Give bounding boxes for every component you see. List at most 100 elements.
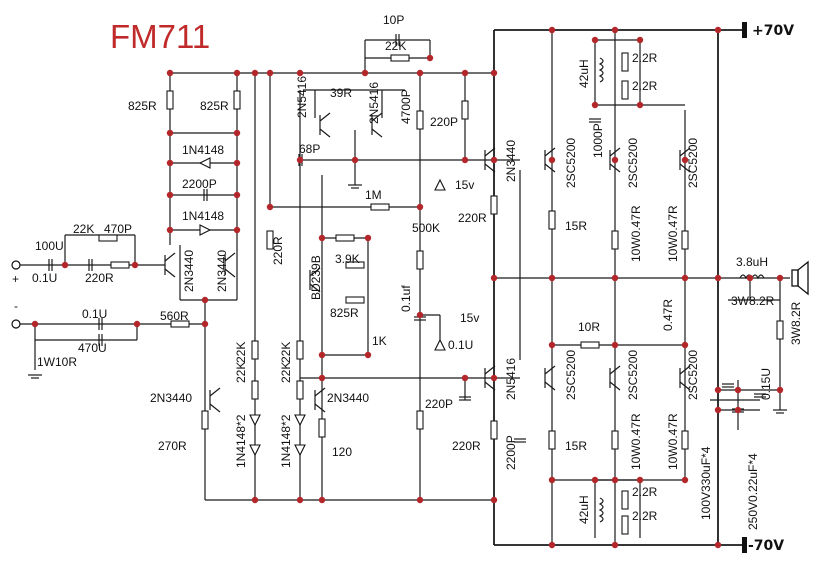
label-resistor: 560R — [160, 309, 189, 323]
junction-dot — [681, 274, 689, 282]
transistor-collector — [314, 387, 326, 397]
input-terminals: + - — [11, 260, 21, 329]
diode-symbol — [249, 444, 261, 457]
resistor-symbol — [548, 430, 556, 450]
junction-dot — [251, 496, 259, 504]
junction-dot — [361, 69, 369, 77]
transistor-emitter — [679, 163, 691, 173]
label-pot: 500K — [412, 221, 440, 235]
label-diode: 1N4148 — [182, 209, 224, 223]
label-resistor: 2.2R — [632, 79, 658, 93]
junction-dot — [61, 261, 69, 269]
junction-dot — [548, 26, 556, 34]
transistor-collector — [319, 112, 331, 122]
junction-dot — [734, 386, 742, 394]
label-resistor: 825R — [200, 99, 229, 113]
junction-dot — [714, 386, 722, 394]
resistor-symbol — [296, 380, 304, 400]
label-cap: 68P — [299, 142, 320, 156]
transistor-emitter — [609, 381, 621, 391]
resistor-symbol — [266, 230, 274, 250]
resistor-symbol — [490, 420, 498, 440]
label-resistor: 825R — [128, 99, 157, 113]
junction-dot — [591, 476, 599, 484]
label-cap: 0.1U — [82, 307, 107, 321]
resistor-symbol — [681, 430, 689, 450]
label-cap: 0.1uf — [399, 285, 413, 312]
label-transistor: 2N3440 — [215, 250, 229, 292]
junction-dot — [351, 156, 359, 164]
label-cap: 220P — [430, 115, 458, 129]
label-transistor: 2N3440 — [182, 250, 196, 292]
label-cap: 1000P — [591, 123, 605, 158]
label-resistor: 220R — [458, 211, 487, 225]
transistor-emitter — [319, 128, 331, 138]
label-transistor: 2N5416 — [367, 82, 381, 124]
label-transistor: 2N3440 — [150, 391, 192, 405]
inductor-symbol — [598, 497, 604, 523]
junction-dot — [461, 374, 469, 382]
diode-symbol — [434, 178, 446, 191]
label-cap: 470P — [104, 222, 132, 236]
junction-dot — [166, 159, 174, 167]
junction-dot — [318, 234, 326, 242]
label-resistor: 22K — [279, 362, 293, 383]
transistor-emitter — [484, 381, 496, 391]
label-resistor: 220R — [85, 271, 114, 285]
label-resistor: 3.9K — [335, 252, 360, 266]
junction-dot — [681, 476, 689, 484]
resistor-symbol — [345, 261, 365, 269]
resistor-symbol — [490, 195, 498, 215]
resistor-symbol — [345, 296, 365, 304]
label-resistor: 10W0.47R — [629, 413, 643, 470]
resistor-symbol — [390, 54, 410, 62]
neg-rail-label: -70V — [748, 538, 784, 554]
label-transistor: 2SC5200 — [626, 350, 640, 400]
label-resistor: 1W10R — [37, 355, 77, 369]
junction-dot — [681, 156, 689, 164]
resistor-symbol — [170, 320, 190, 328]
junction-dot — [318, 351, 326, 359]
resistor-symbol — [166, 90, 174, 110]
label-resistor: 220R — [452, 439, 481, 453]
junction-dot — [746, 274, 754, 282]
resistor-symbol — [416, 250, 424, 270]
transistor-emitter — [371, 128, 383, 138]
junction-dot — [461, 156, 469, 164]
junction-dot — [364, 351, 372, 359]
transistor-emitter — [209, 403, 221, 413]
transistor-collector — [484, 365, 496, 375]
label-cap: 2200P — [182, 177, 217, 191]
resistor-symbol — [335, 234, 355, 242]
label-zener: 15v — [455, 178, 474, 192]
junction-dot — [233, 191, 241, 199]
label-cap: 100V330uF*4 — [699, 446, 713, 520]
label-resistor: 270R — [158, 439, 187, 453]
resistor-symbol — [110, 261, 130, 269]
junction-dot — [490, 69, 498, 77]
label-resistor: 10R — [578, 320, 600, 334]
junction-dot — [233, 226, 241, 234]
junction-dot — [296, 496, 304, 504]
junction-dot — [416, 203, 424, 211]
label-resistor: 22K — [73, 222, 94, 236]
transistor-emitter — [679, 381, 691, 391]
label-resistor: 10W0.47R — [629, 205, 643, 262]
resistor-symbol — [318, 418, 326, 438]
label-inductor: 42uH — [577, 495, 591, 524]
diode-symbol — [294, 444, 306, 457]
junction-dot — [611, 274, 619, 282]
junction-dot — [611, 156, 619, 164]
label-transistor: 2SC5200 — [564, 350, 578, 400]
label-resistor: 3W8.2R — [789, 301, 803, 345]
label-transistor: 2SC5200 — [686, 138, 700, 188]
junction-dot — [233, 129, 241, 137]
inductor-symbol — [598, 57, 604, 83]
label-diodes: 1N4148*2 — [234, 414, 248, 468]
label-cap: 15v — [460, 311, 479, 325]
transistor-collector — [679, 365, 691, 375]
label-resistor: 825R — [330, 306, 359, 320]
resistor-symbol — [621, 490, 629, 510]
junction-dot — [636, 476, 644, 484]
